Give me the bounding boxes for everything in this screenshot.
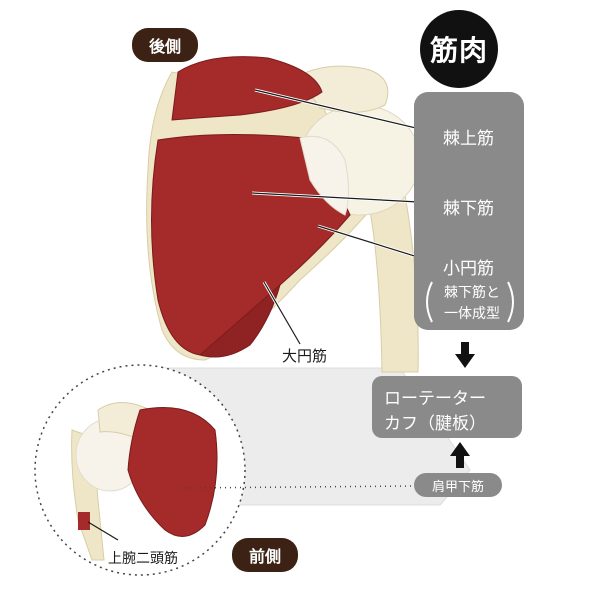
subscapularis-label: 肩甲下筋 bbox=[414, 473, 502, 497]
back-view-label: 後側 bbox=[132, 28, 198, 62]
teres-major-muscle bbox=[198, 283, 281, 358]
muscle-badge-text: 筋肉 bbox=[429, 34, 488, 67]
infraspinatus-label: 棘下筋 bbox=[443, 199, 494, 219]
pointer-infraspinatus-core bbox=[251, 192, 438, 204]
back-view-text: 後側 bbox=[148, 37, 181, 56]
teres-minor-note: 棘下筋と 一体成型 bbox=[422, 280, 518, 324]
note-line-2: 一体成型 bbox=[444, 306, 500, 322]
up-arrow-icon bbox=[450, 442, 470, 468]
humerus-bone bbox=[367, 194, 419, 373]
pointer-biceps bbox=[87, 521, 119, 541]
rotator-cuff-line-1: ローテーター bbox=[384, 389, 486, 409]
supraspinatus-label: 棘上筋 bbox=[443, 129, 494, 149]
pointer-teres-major-core bbox=[263, 281, 301, 345]
inset-subscapularis-muscle bbox=[127, 407, 218, 537]
pointer-subscapularis bbox=[179, 485, 415, 489]
biceps-label: 上腕二頭筋 bbox=[108, 551, 178, 567]
down-arrow-icon bbox=[455, 342, 475, 368]
muscle-badge: 筋肉 bbox=[420, 10, 498, 88]
inset-biceps-muscle bbox=[78, 512, 90, 530]
pointer-supraspinatus-core bbox=[254, 89, 438, 134]
subscapularis-text: 肩甲下筋 bbox=[431, 479, 484, 495]
front-view-label: 前側 bbox=[232, 538, 298, 572]
rotator-cuff-line-2: カフ（腱板） bbox=[384, 414, 486, 434]
muscle-label-panel bbox=[414, 92, 524, 330]
supraspinatus-muscle bbox=[171, 56, 323, 121]
note-parentheses bbox=[426, 281, 514, 323]
teres-minor-label: 小円筋 bbox=[443, 259, 494, 279]
rotator-cuff-box: ローテーター カフ（腱板） bbox=[372, 376, 522, 438]
front-view-text: 前側 bbox=[248, 547, 281, 566]
teres-major-label: 大円筋 bbox=[282, 347, 328, 365]
note-line-1: 棘下筋と bbox=[444, 285, 500, 301]
